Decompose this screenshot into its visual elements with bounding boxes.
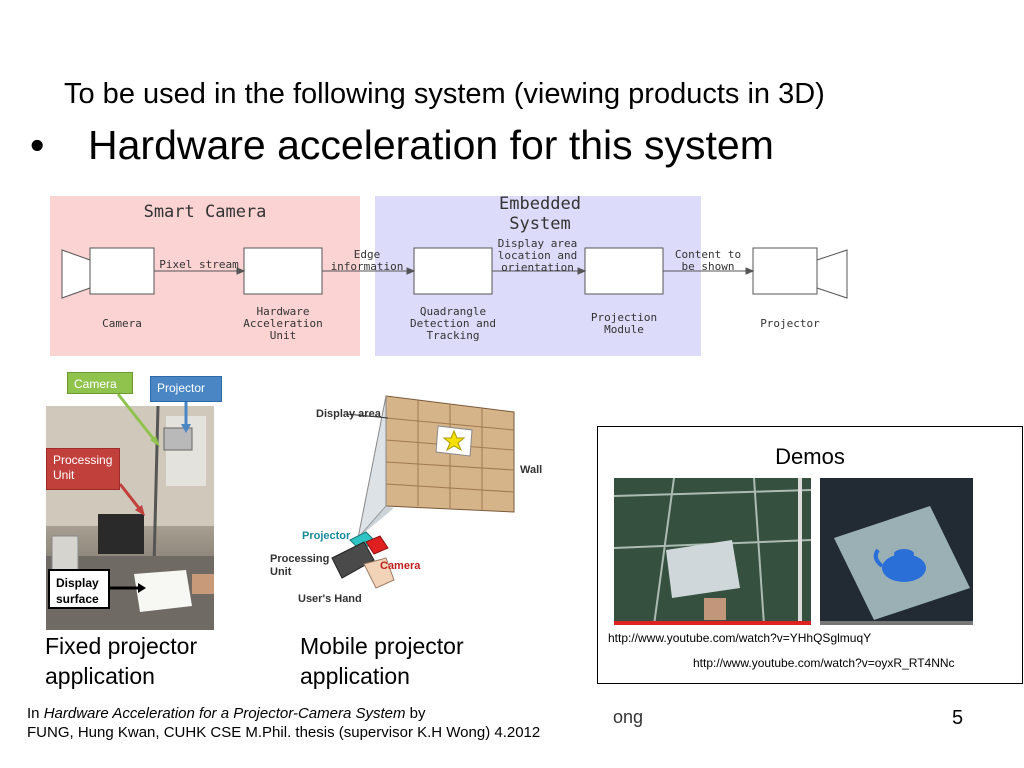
footer-prefix: In bbox=[27, 705, 44, 722]
camera-block bbox=[89, 247, 155, 295]
hand-shape bbox=[363, 557, 395, 589]
footer-line-2: FUNG, Hung Kwan, CUHK CSE M.Phil. thesis… bbox=[27, 724, 541, 741]
label-display-area: Display area bbox=[316, 408, 381, 420]
label-camera: Camera bbox=[380, 560, 421, 572]
arrow-label-content: Content to be shown bbox=[674, 248, 742, 273]
caption-fixed-projector: Fixed projector application bbox=[45, 633, 198, 689]
bullet-item: • Hardware acceleration for this system bbox=[30, 122, 774, 169]
callout-projector: Projector bbox=[150, 376, 222, 402]
demo2-progress-bar bbox=[820, 621, 973, 625]
footer-thesis-title: Hardware Acceleration for a Projector-Ca… bbox=[43, 705, 406, 722]
label-wall: Wall bbox=[520, 464, 543, 476]
callout-processing-unit: Processing Unit bbox=[46, 448, 120, 490]
system-block-diagram: Smart Camera Embedded System Pixel strea… bbox=[50, 194, 850, 358]
footer-citation: In Hardware Acceleration for a Projector… bbox=[27, 704, 540, 742]
demos-title: Demos bbox=[775, 444, 845, 469]
label-processing-unit: Processing Unit bbox=[270, 553, 330, 578]
demo-link-1[interactable]: http://www.youtube.com/watch?v=YHhQSglmu… bbox=[608, 631, 872, 645]
demo1-projected-image bbox=[666, 540, 740, 598]
block-label-hardware-acceleration: Hardware Acceleration Unit bbox=[243, 305, 323, 342]
mobile-projector-illustration: Display area Wall Projector Processing U… bbox=[268, 388, 542, 610]
photo-mount-pole bbox=[152, 406, 160, 567]
caption-mobile-projector: Mobile projector application bbox=[300, 633, 464, 689]
photo-monitor bbox=[98, 514, 144, 554]
hardware-acceleration-block bbox=[243, 247, 323, 295]
callout-display-surface: Display surface bbox=[48, 569, 110, 609]
label-users-hand: User's Hand bbox=[298, 593, 362, 605]
quadrangle-detection-block bbox=[413, 247, 493, 295]
footer-author-fragment: ong bbox=[613, 707, 644, 727]
demo-link-2[interactable]: http://www.youtube.com/watch?v=oyxR_RT4N… bbox=[693, 656, 955, 670]
block-label-projector: Projector bbox=[760, 317, 820, 330]
block-label-camera: Camera bbox=[102, 317, 142, 330]
embedded-system-title: Embedded System bbox=[499, 194, 581, 234]
bullet-dot: • bbox=[30, 122, 45, 168]
arrow-label-display-area: Display area location and orientation bbox=[497, 237, 578, 274]
projection-module-block bbox=[584, 247, 664, 295]
demos-panel: Demos http://www.youtube.com/watch?v=YHh… bbox=[597, 426, 1023, 684]
star-icon bbox=[442, 429, 466, 452]
camera-box bbox=[365, 535, 389, 555]
bullet-text: Hardware acceleration for this system bbox=[88, 122, 774, 168]
demo-video-1-thumbnail[interactable] bbox=[614, 478, 811, 625]
photo-projector-box bbox=[163, 427, 193, 451]
demo1-progress-bar bbox=[614, 621, 811, 625]
footer-by: by bbox=[405, 705, 426, 722]
processing-unit-box bbox=[331, 541, 375, 579]
label-projector: Projector bbox=[302, 530, 351, 542]
callout-camera: Camera bbox=[67, 372, 133, 394]
projector-cone-shape bbox=[816, 249, 848, 299]
photo-display-surface bbox=[134, 570, 192, 612]
arrow-label-edge-information: Edge information bbox=[330, 248, 404, 273]
photo-hand bbox=[192, 574, 214, 594]
demo2-teapot-shape bbox=[882, 554, 926, 582]
slide-subtitle: To be used in the following system (view… bbox=[64, 78, 825, 110]
arrow-label-pixel-stream: Pixel stream bbox=[159, 258, 239, 271]
projector-block bbox=[752, 247, 818, 295]
block-label-quadrangle-detection: Quadrangle Detection and Tracking bbox=[409, 305, 497, 342]
page-number: 5 bbox=[952, 707, 964, 729]
demo-video-2-thumbnail[interactable] bbox=[820, 478, 973, 625]
smart-camera-title: Smart Camera bbox=[143, 202, 267, 222]
projection-beam-side bbox=[358, 506, 394, 538]
block-label-projection-module: Projection Module bbox=[590, 311, 658, 336]
footer-line-1: In Hardware Acceleration for a Projector… bbox=[27, 704, 540, 723]
demo1-hand bbox=[704, 598, 726, 620]
